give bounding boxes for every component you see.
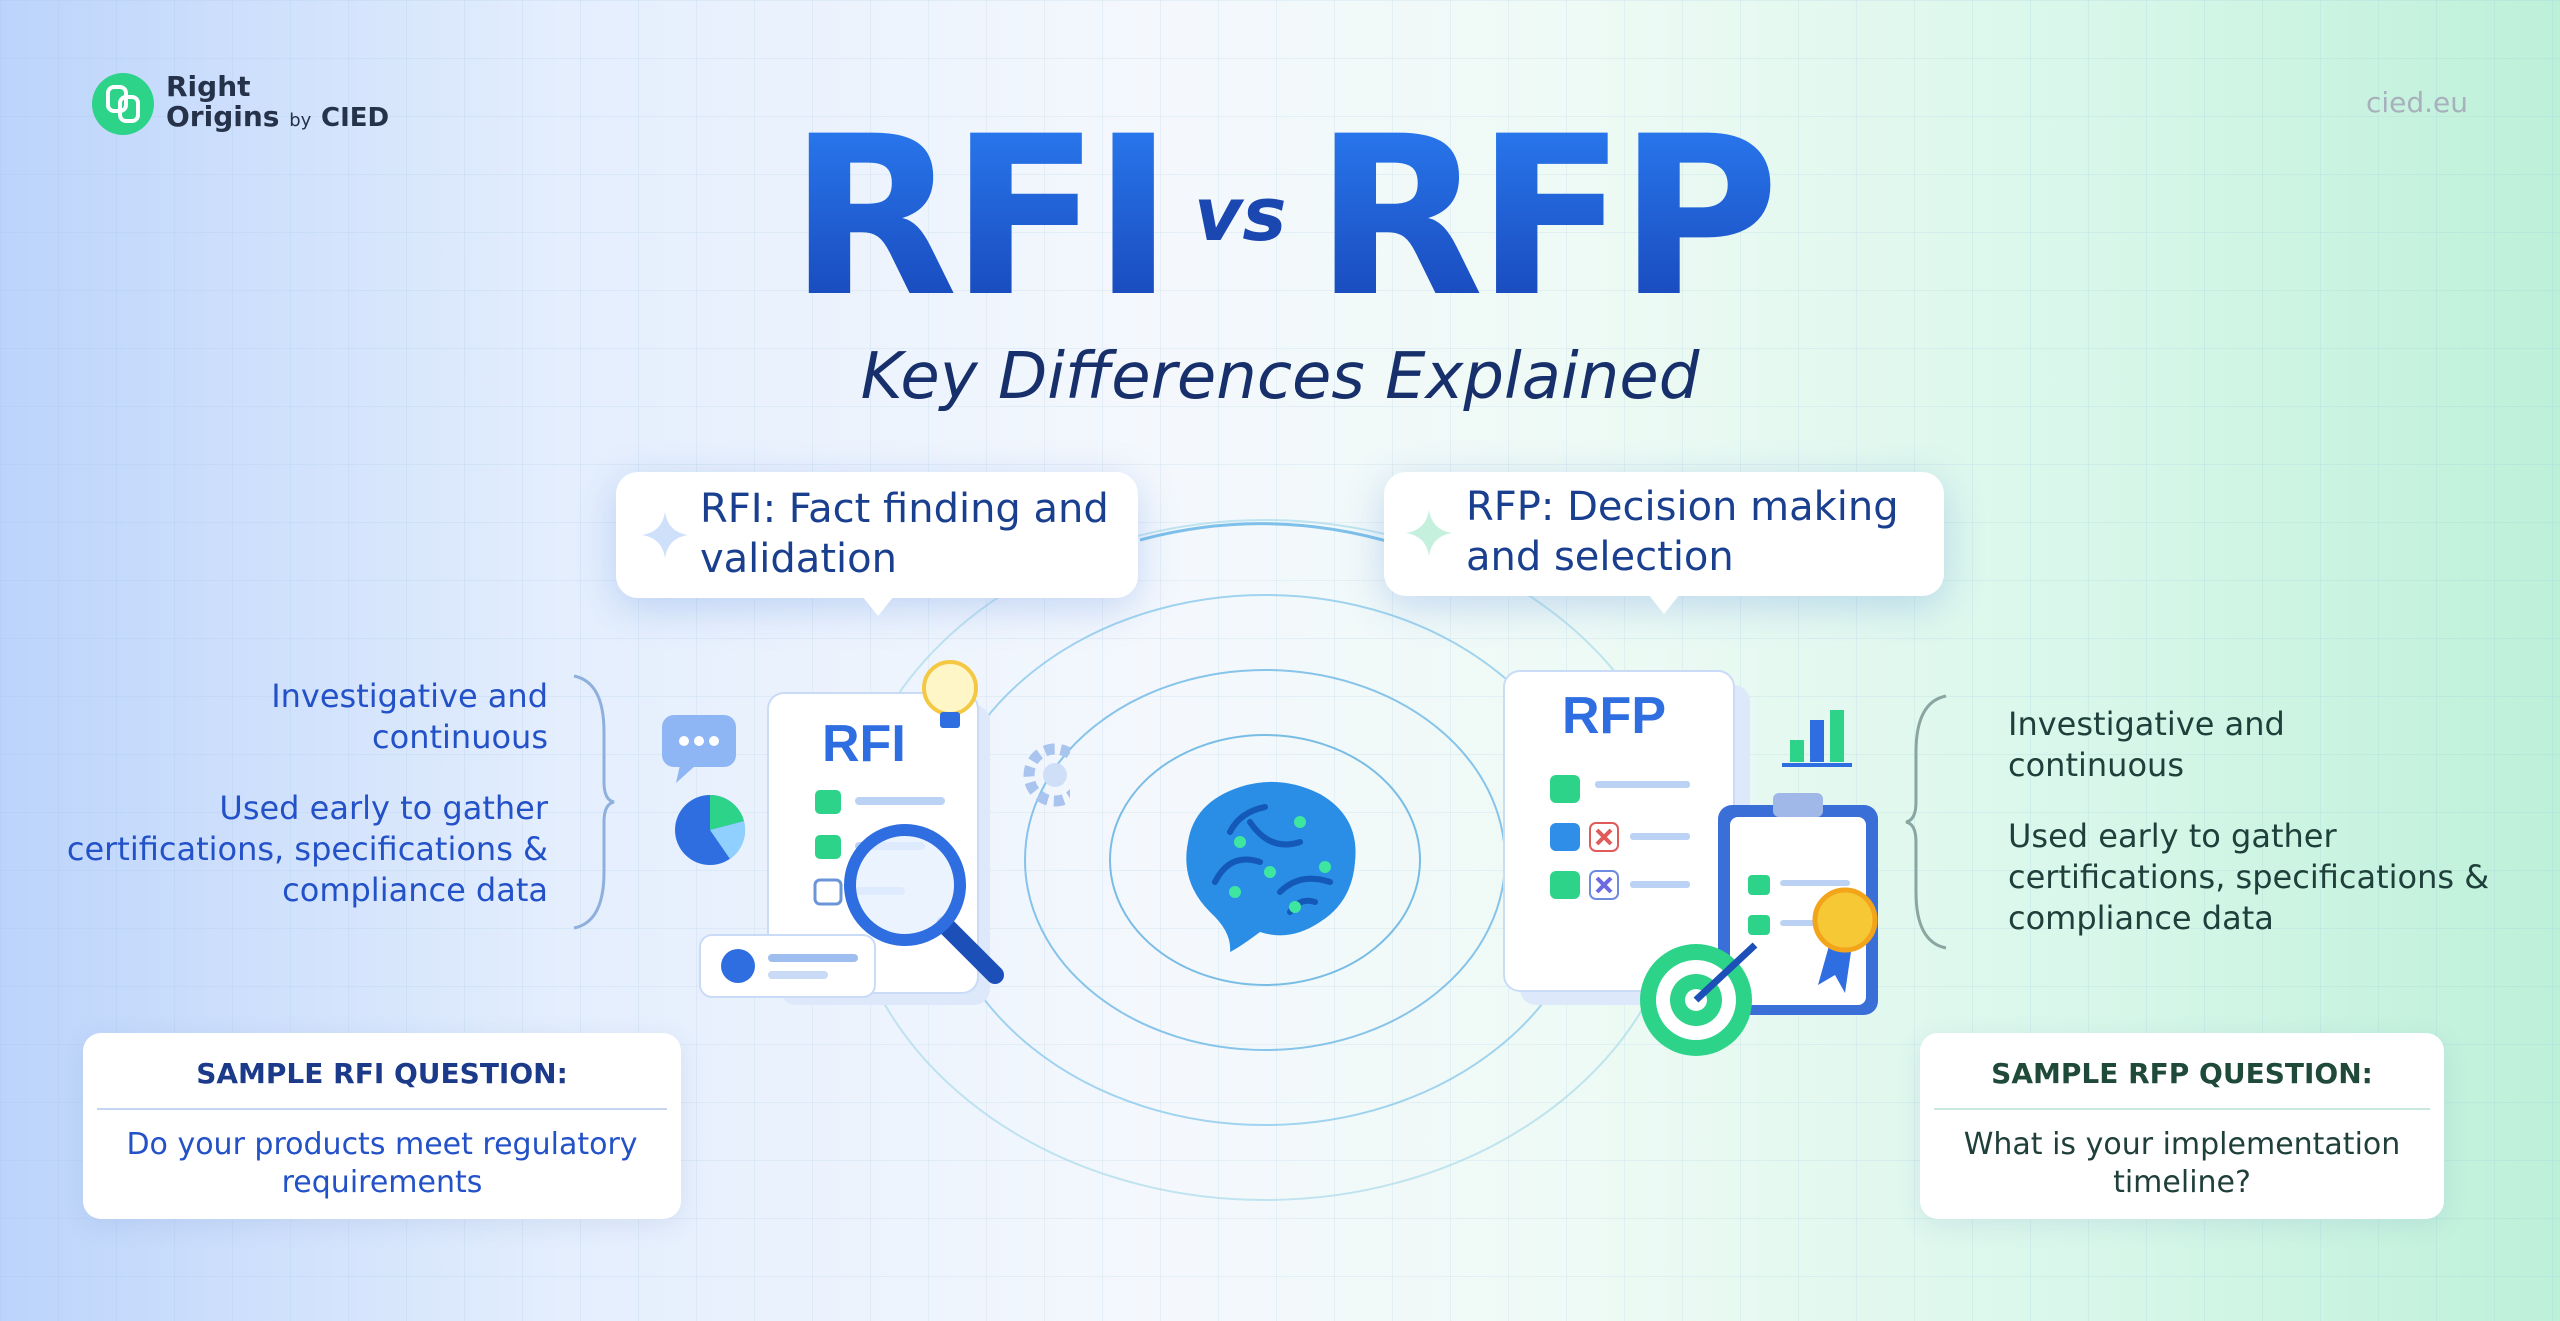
rfp-doc-label: RFP bbox=[1562, 687, 1666, 745]
sample-rfi-heading: SAMPLE RFI QUESTION: bbox=[196, 1057, 568, 1090]
site-link[interactable]: cied.eu bbox=[2365, 86, 2468, 119]
rfp-point2-line1: Used early to gather bbox=[2008, 817, 2337, 855]
award-ribbon-icon bbox=[1812, 887, 1878, 993]
rfi-point1-line1: Investigative and bbox=[271, 677, 548, 715]
rfp-brace bbox=[1905, 694, 1947, 950]
rfi-bubble-line1: RFI: Fact finding and bbox=[700, 486, 1109, 532]
magnifier-icon bbox=[844, 824, 1004, 984]
rfp-bubble: RFP: Decision making and selection bbox=[1384, 472, 1944, 614]
chat-bubble-icon bbox=[662, 715, 736, 783]
logo-brand: CIED bbox=[321, 103, 390, 133]
sample-rfp-heading: SAMPLE RFP QUESTION: bbox=[1991, 1057, 2373, 1090]
rfi-bubble: RFI: Fact finding and validation bbox=[616, 472, 1138, 616]
rfp-illustration: RFP bbox=[1503, 670, 1878, 1056]
rfi-point2-line3: compliance data bbox=[282, 871, 548, 909]
brand-logo[interactable]: Right Origins by CIED bbox=[92, 72, 389, 136]
logo-icon bbox=[92, 73, 154, 135]
rfi-point2-line1: Used early to gather bbox=[219, 789, 548, 827]
rfp-point1-line1: Investigative and bbox=[2008, 705, 2285, 743]
rfi-points: Investigative and continuous Used early … bbox=[40, 676, 548, 911]
rfi-point2-line2: certifications, specifications & bbox=[66, 830, 548, 868]
user-card-icon bbox=[699, 934, 876, 998]
rfp-bubble-line1: RFP: Decision making bbox=[1466, 484, 1899, 530]
pie-chart-icon bbox=[675, 794, 746, 865]
rfp-bubble-line2: and selection bbox=[1466, 534, 1734, 580]
logo-line2: Origins bbox=[166, 100, 280, 133]
title-rfp: RFP bbox=[1314, 89, 1779, 345]
rfi-doc-label: RFI bbox=[822, 715, 906, 773]
rfi-bubble-line2: validation bbox=[700, 536, 897, 582]
sparkle-icon bbox=[642, 512, 688, 558]
sparkle-icon bbox=[1406, 510, 1452, 556]
rfp-point1-line2: continuous bbox=[2008, 746, 2184, 784]
gear-icon bbox=[1023, 743, 1070, 807]
page-subtitle: Key Differences Explained bbox=[860, 340, 1700, 414]
sample-rfi-line2: requirements bbox=[281, 1165, 483, 1200]
sample-rfp-line2: timeline? bbox=[2113, 1165, 2251, 1200]
sample-rfp-line1: What is your implementation bbox=[1963, 1127, 2401, 1162]
logo-by: by bbox=[289, 110, 312, 131]
rfi-point1-line2: continuous bbox=[372, 718, 548, 756]
rfp-points: Investigative and continuous Used early … bbox=[2008, 704, 2528, 939]
rfi-brace bbox=[573, 674, 615, 930]
title-vs: vs bbox=[1194, 172, 1287, 258]
sample-rfi-card: SAMPLE RFI QUESTION: Do your products me… bbox=[83, 1033, 681, 1219]
rfi-illustration: RFI bbox=[662, 660, 1070, 1005]
sample-rfi-line1: Do your products meet regulatory bbox=[126, 1127, 638, 1162]
bar-chart-icon bbox=[1782, 710, 1852, 767]
rfp-point2-line2: certifications, specifications & bbox=[2008, 858, 2490, 896]
rfp-point2-line3: compliance data bbox=[2008, 899, 2274, 937]
brain-icon bbox=[1186, 781, 1356, 952]
lightbulb-icon bbox=[922, 660, 978, 728]
sample-rfp-card: SAMPLE RFP QUESTION: What is your implem… bbox=[1920, 1033, 2444, 1219]
title-rfi: RFI bbox=[788, 89, 1175, 345]
logo-line1: Right bbox=[166, 70, 251, 103]
target-icon bbox=[1640, 942, 1758, 1056]
